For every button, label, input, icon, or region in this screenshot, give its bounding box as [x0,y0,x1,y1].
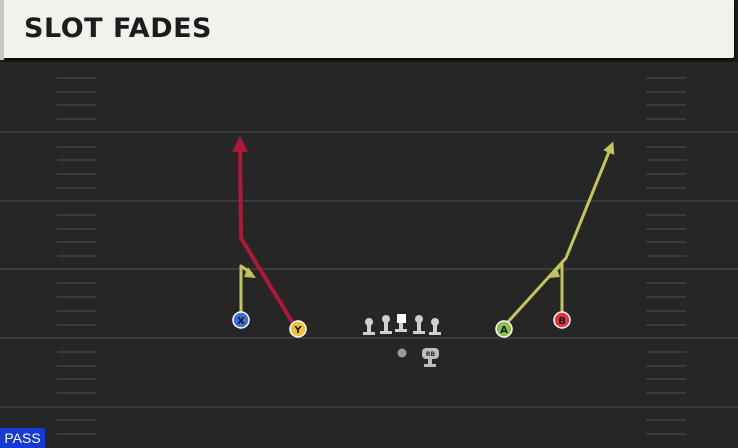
play-title: SLOT FADES [24,13,213,44]
header-bar: SLOT FADES [0,0,738,62]
player-a[interactable]: A [495,320,513,338]
lineman-icon [380,315,392,334]
player-x[interactable]: X [232,311,250,329]
player-rb-label: RB [426,351,436,358]
header-accent [0,0,4,60]
yard-lines [0,131,738,408]
hash-marks [57,77,686,435]
center-icon [395,314,407,332]
lineman-icon [413,315,425,334]
play-field[interactable]: RB X Y A B [0,62,738,448]
quarterback-marker [397,348,407,358]
routes [232,136,615,327]
title-panel: SLOT FADES [4,0,734,58]
player-b[interactable]: B [553,311,571,329]
lineman-icon [363,318,375,335]
player-rb[interactable]: RB [422,348,439,367]
route-a-fade [505,141,615,325]
player-a-label: A [500,325,508,336]
offensive-line [363,314,441,335]
play-type-badge: PASS [0,428,45,448]
player-y[interactable]: Y [289,320,307,338]
lineman-icon [429,318,441,335]
player-b-label: B [558,316,566,327]
route-y-fade [232,136,296,327]
route-x-curl-tip [244,267,256,278]
player-y-label: Y [293,325,302,336]
player-x-label: X [237,316,245,327]
field-surface [0,62,738,448]
route-b-curl-tip [549,267,560,278]
